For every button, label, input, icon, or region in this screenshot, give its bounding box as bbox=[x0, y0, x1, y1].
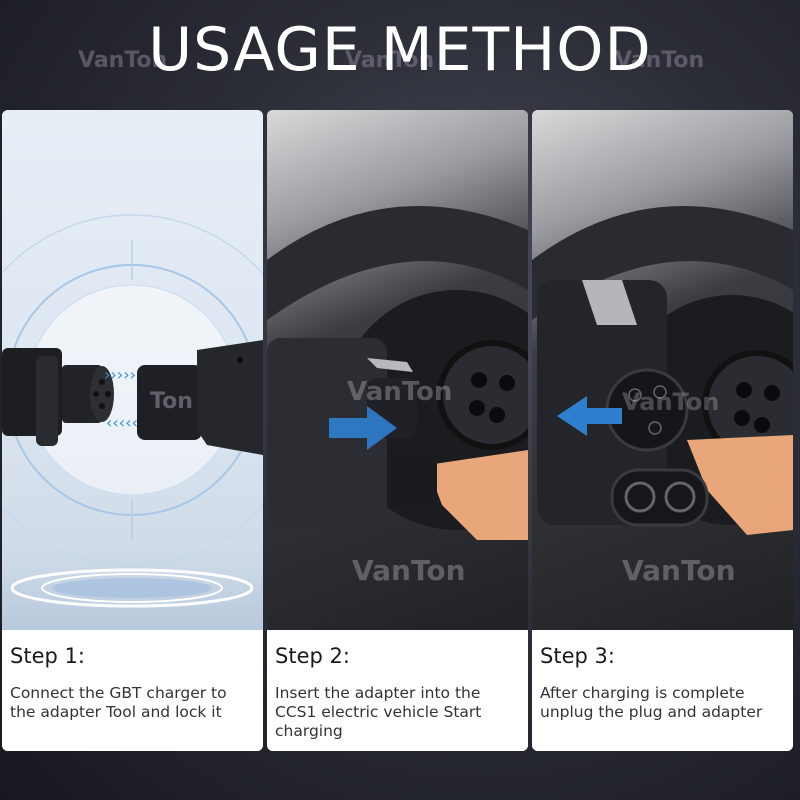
header: VanTon VanTon VanTon USAGE METHOD bbox=[0, 0, 800, 108]
step-1-image: ››››› ‹‹‹‹‹ Ton bbox=[2, 110, 263, 630]
step-3-label: Step 3: bbox=[540, 644, 615, 668]
step-2-caption: Step 2: Insert the adapter into the CCS1… bbox=[267, 630, 528, 751]
step-1-label: Step 1: bbox=[10, 644, 85, 668]
step-2-label: Step 2: bbox=[275, 644, 350, 668]
step-1-caption: Step 1: Connect the GBT charger to the a… bbox=[2, 630, 263, 751]
unplug-illustration: VanTon VanTon bbox=[532, 206, 793, 587]
svg-text:VanTon: VanTon bbox=[622, 554, 736, 587]
arrow-right-icon: ››››› bbox=[104, 365, 136, 384]
step-1-panel: ››››› ‹‹‹‹‹ Ton Step 1: Connect the GBT … bbox=[2, 110, 263, 751]
page-title: USAGE METHOD bbox=[148, 15, 652, 85]
ccs1-insert-illustration: VanTon VanTon bbox=[267, 206, 528, 587]
watermark: VanTon bbox=[345, 48, 435, 73]
watermark: VanTon bbox=[78, 48, 168, 73]
step-2-image: VanTon VanTon bbox=[267, 110, 528, 630]
step-2-panel: VanTon VanTon Step 2: Insert the adapter… bbox=[267, 110, 528, 751]
arrow-left-icon bbox=[557, 396, 622, 436]
svg-text:VanTon: VanTon bbox=[352, 554, 466, 587]
step-3-panel: VanTon VanTon Step 3: After charging is … bbox=[532, 110, 793, 751]
step-3-description: After charging is complete unplug the pl… bbox=[540, 684, 763, 721]
step-1-description: Connect the GBT charger to the adapter T… bbox=[10, 684, 227, 721]
step-2-description: Insert the adapter into the CCS1 electri… bbox=[275, 684, 482, 740]
arrow-left-icon: ‹‹‹‹‹ bbox=[106, 413, 138, 432]
arrow-right-icon bbox=[329, 406, 397, 450]
svg-text:VanTon: VanTon bbox=[622, 388, 719, 416]
svg-text:Ton: Ton bbox=[150, 389, 193, 414]
svg-text:VanTon: VanTon bbox=[347, 377, 452, 407]
watermark: VanTon bbox=[615, 48, 705, 73]
step-3-caption: Step 3: After charging is complete unplu… bbox=[532, 630, 793, 751]
gbt-connector-illustration: ››››› ‹‹‹‹‹ Ton bbox=[2, 214, 263, 608]
step-3-image: VanTon VanTon bbox=[532, 110, 793, 630]
